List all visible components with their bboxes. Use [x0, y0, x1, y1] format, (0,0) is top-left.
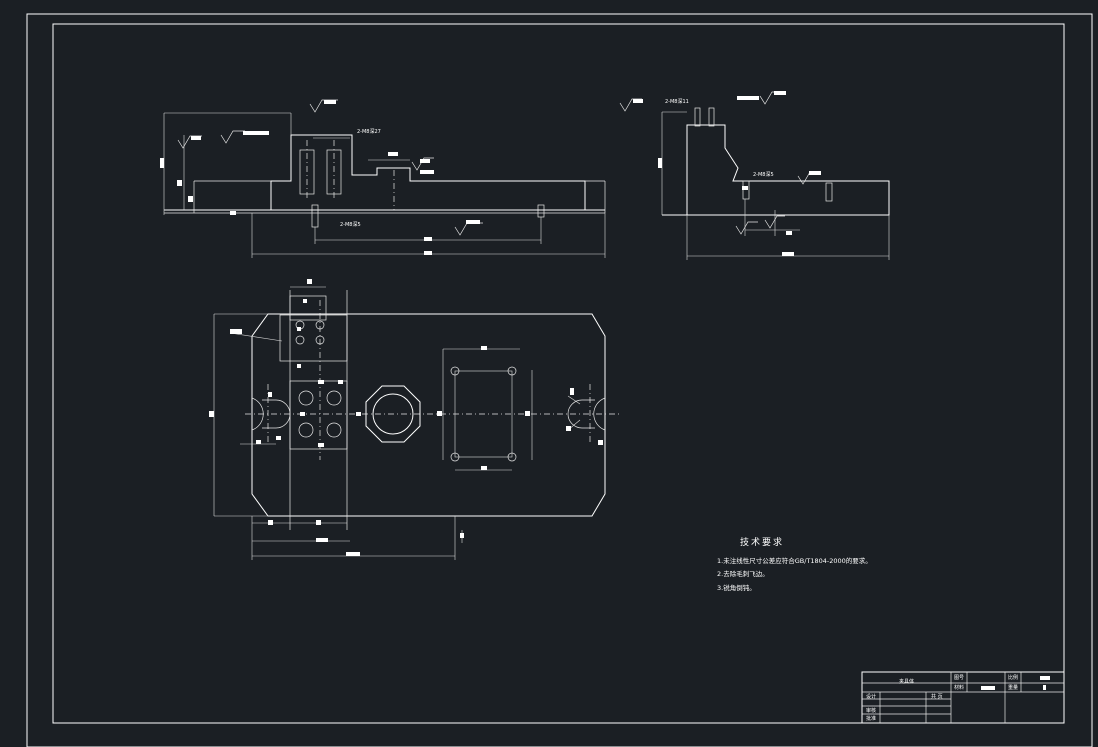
- approve-label: 批准: [866, 716, 877, 722]
- inner-frame: [52, 23, 1065, 724]
- check-label: 审核: [866, 708, 877, 714]
- drawing-name: 夹具体: [899, 679, 915, 685]
- tech-requirements-title: 技术要求: [740, 538, 785, 548]
- drawing-no-label: 图号: [954, 675, 965, 681]
- outer-frame: [26, 13, 1093, 747]
- weight-label: 重量: [1008, 685, 1019, 691]
- front-hole-callout-1: 2-M8深27: [357, 129, 381, 135]
- top-plan-view: [209, 279, 620, 560]
- tech-requirement-1: 1.未注线性尺寸公差应符合GB/T1804-2000的要求。: [717, 557, 872, 565]
- front-hole-callout-2: 2-M8深5: [340, 222, 361, 228]
- side-section-view: [619, 91, 890, 260]
- tech-requirement-3: 3.锐角倒钝。: [717, 584, 756, 592]
- title-block: [861, 671, 1065, 724]
- sheet-label: 共 页: [931, 694, 943, 700]
- front-section-view: [160, 99, 606, 258]
- side-hole-callout-2: 2-M8深5: [753, 172, 774, 178]
- side-hole-callout-1: 2-M8深11: [665, 99, 689, 105]
- tech-requirement-2: 2.去除毛刺飞边。: [717, 570, 769, 578]
- ratio-label: 比例: [1008, 675, 1019, 681]
- material-label: 材料: [954, 685, 965, 691]
- design-label: 设计: [866, 694, 877, 700]
